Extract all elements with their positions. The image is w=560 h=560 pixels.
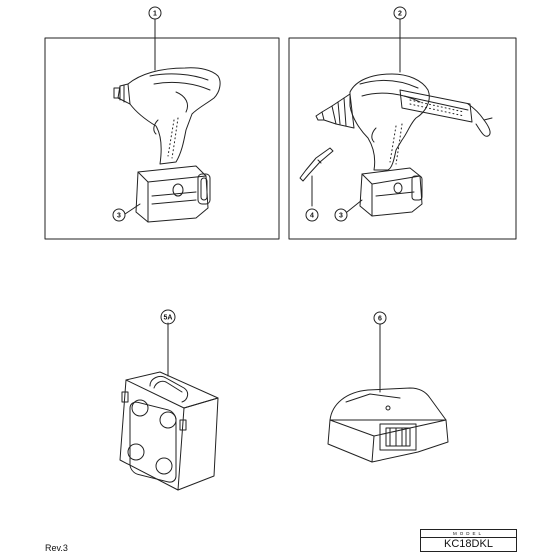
carrying-case-drawing xyxy=(119,322,219,491)
hammer-drill-panel xyxy=(288,37,517,240)
callout-5a-label: 5A xyxy=(164,315,173,322)
model-caption: MODEL xyxy=(452,531,484,536)
callout-3-label: 3 xyxy=(339,213,343,220)
impact-driver-panel xyxy=(44,37,280,240)
revision-label: Rev.3 xyxy=(45,543,68,553)
callout-4-label: 4 xyxy=(310,213,314,220)
callout-2-label: 2 xyxy=(398,11,402,18)
callout-3-label: 3 xyxy=(117,213,121,220)
model-value: KC18DKL xyxy=(444,538,493,550)
impact-driver-drawing xyxy=(113,18,221,223)
hammer-drill-drawing xyxy=(299,18,493,217)
callout-6-label: 6 xyxy=(378,316,382,323)
callout-1-label: 1 xyxy=(153,11,157,18)
model-divider xyxy=(421,537,516,538)
model-box: MODEL KC18DKL xyxy=(420,529,517,552)
charger-drawing xyxy=(327,323,449,463)
